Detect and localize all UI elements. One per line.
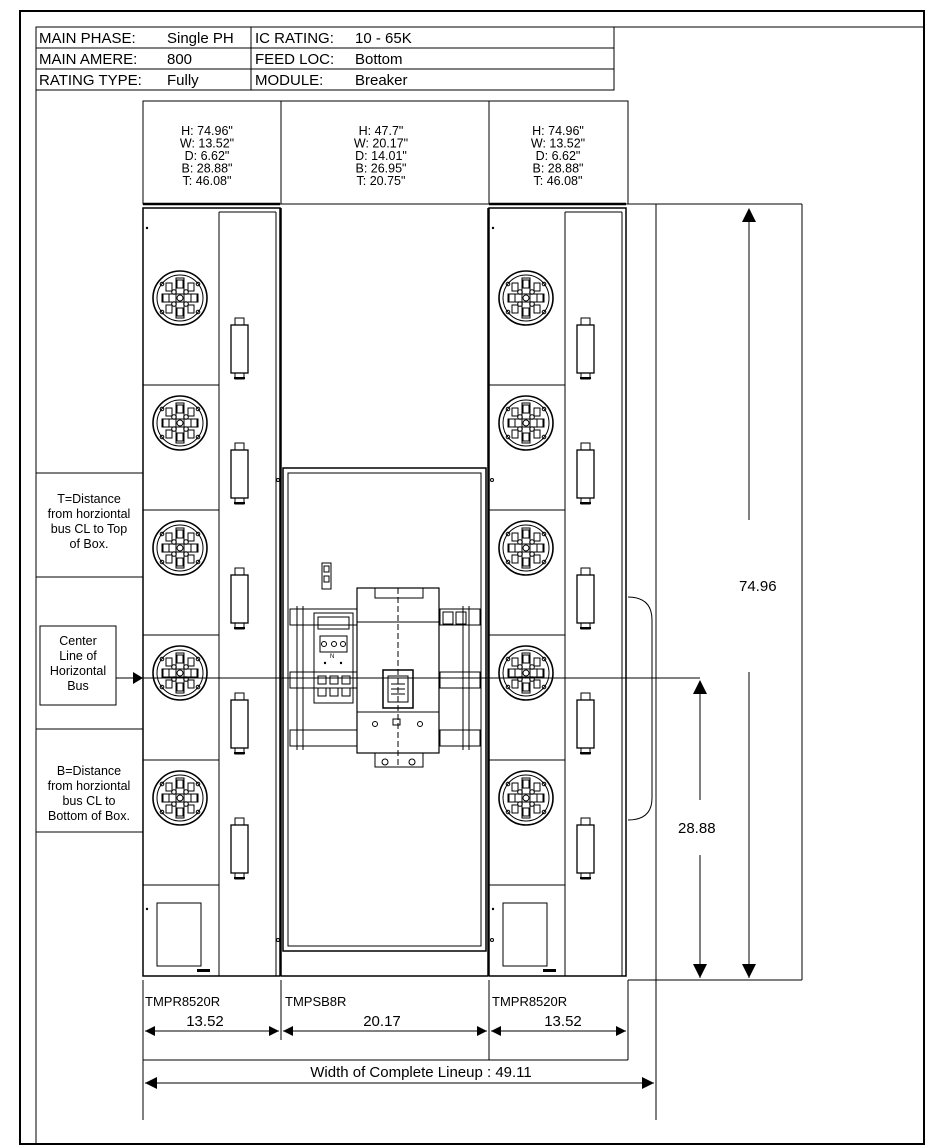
section-dim-line: W: 13.52" <box>531 137 585 151</box>
section-dims-center: H: 47.7"W: 20.17"D: 14.01"B: 26.95"T: 20… <box>354 124 408 188</box>
section-dim-line: W: 13.52" <box>180 137 234 151</box>
section-width-left: 13.52 <box>186 1013 224 1030</box>
section-width-center: 20.17 <box>363 1013 401 1030</box>
section-dim-line: B: 28.88" <box>532 162 583 176</box>
spec-value-ic-rating: 10 - 65K <box>355 30 412 47</box>
center-note-line-2: Line of <box>59 649 97 663</box>
spec-value-rating-type: Fully <box>167 72 199 89</box>
b-note-line-3: bus CL to <box>62 794 115 808</box>
meter-socket <box>498 520 554 576</box>
spec-label-module: MODULE: <box>255 72 323 89</box>
section-dim-line: D: 14.01" <box>355 149 407 163</box>
meter-socket <box>498 395 554 451</box>
section-dim-line: T: 46.08" <box>183 174 232 188</box>
spec-value-feed-loc: Bottom <box>355 51 403 68</box>
meter-socket <box>498 770 554 826</box>
branch-breaker <box>230 692 249 755</box>
neutral-block <box>313 612 354 704</box>
drawing-border <box>19 10 925 1145</box>
bus-height-value: 28.88 <box>678 820 716 837</box>
center-note-line-4: Bus <box>67 679 89 693</box>
spec-table: MAIN PHASE: Single PH IC RATING: 10 - 65… <box>35 26 615 1144</box>
spec-label-feed-loc: FEED LOC: <box>255 51 334 68</box>
section-width-right: 13.52 <box>544 1013 582 1030</box>
section-dim-line: B: 26.95" <box>355 162 406 176</box>
section-dim-line: H: 74.96" <box>181 124 233 138</box>
nameplate-right <box>502 902 548 967</box>
t-note-line-1: T=Distance <box>57 492 121 506</box>
b-note-line-2: from horziontal <box>48 779 131 793</box>
overall-height-value: 74.96 <box>739 578 777 595</box>
spec-value-main-phase: Single PH <box>167 30 234 47</box>
section-dim-line: D: 6.62" <box>536 149 581 163</box>
bus-centerline <box>116 672 700 684</box>
branch-breaker <box>230 442 249 505</box>
bus-height-dimension: 28.88 <box>678 680 716 978</box>
meter-socket <box>152 270 208 326</box>
meter-socket <box>498 270 554 326</box>
section-model-center: TMPSB8R <box>285 994 346 1009</box>
spec-value-module: Breaker <box>355 72 408 89</box>
meter-stack-left <box>142 202 281 977</box>
spec-label-main-ampere: MAIN AMERE: <box>39 51 137 68</box>
annotation-notes: T=Distance from horziontal bus CL to Top… <box>35 472 144 833</box>
dimension-header: H: 74.96"W: 13.52"D: 6.62"B: 28.88"T: 46… <box>142 100 629 205</box>
width-dimensions: TMPR8520R TMPSB8R TMPR8520R 13.52 20.17 … <box>142 980 654 1120</box>
lineup-width-label: Width of Complete Lineup : 49.11 <box>310 1064 532 1081</box>
spec-value-main-ampere: 800 <box>167 51 192 68</box>
center-note-line-3: Horizontal <box>50 664 106 678</box>
branch-breaker <box>576 817 595 880</box>
section-dim-line: B: 28.88" <box>181 162 232 176</box>
spec-label-rating-type: RATING TYPE: <box>39 72 142 89</box>
main-breaker-section: N <box>276 208 494 977</box>
neutral-label: N <box>330 654 334 660</box>
t-note-line-4: of Box. <box>70 537 109 551</box>
b-note-line-1: B=Distance <box>57 764 121 778</box>
meter-socket <box>152 645 208 701</box>
spec-label-ic-rating: IC RATING: <box>255 30 334 47</box>
section-dim-line: T: 46.08" <box>534 174 583 188</box>
b-note-line-4: Bottom of Box. <box>48 809 130 823</box>
section-dim-line: H: 74.96" <box>532 124 584 138</box>
branch-breaker <box>576 317 595 380</box>
section-dim-line: D: 6.62" <box>185 149 230 163</box>
section-dim-line: T: 20.75" <box>357 174 406 188</box>
meter-stack-right <box>488 202 627 977</box>
t-note-line-3: bus CL to Top <box>51 522 127 536</box>
section-dim-line: W: 20.17" <box>354 137 408 151</box>
section-dims-left: H: 74.96"W: 13.52"D: 6.62"B: 28.88"T: 46… <box>180 124 234 188</box>
center-note-line-1: Center <box>59 634 97 648</box>
section-model-right: TMPR8520R <box>492 994 567 1009</box>
section-dims-right: H: 74.96"W: 13.52"D: 6.62"B: 28.88"T: 46… <box>531 124 585 188</box>
branch-breaker <box>230 817 249 880</box>
spec-label-main-phase: MAIN PHASE: <box>39 30 136 47</box>
meter-socket <box>152 770 208 826</box>
branch-breaker <box>230 317 249 380</box>
t-note-line-2: from horziontal <box>48 507 131 521</box>
section-dim-line: H: 47.7" <box>359 124 404 138</box>
branch-breaker <box>576 442 595 505</box>
breaker-handle <box>382 669 414 709</box>
branch-breaker <box>230 567 249 630</box>
meter-socket <box>152 395 208 451</box>
nameplate-left <box>156 902 202 967</box>
meter-socket <box>498 645 554 701</box>
branch-breaker <box>576 567 595 630</box>
overall-height-dimension: 74.96 <box>627 203 803 1120</box>
branch-breaker <box>576 692 595 755</box>
section-model-left: TMPR8520R <box>145 994 220 1009</box>
meter-socket <box>152 520 208 576</box>
